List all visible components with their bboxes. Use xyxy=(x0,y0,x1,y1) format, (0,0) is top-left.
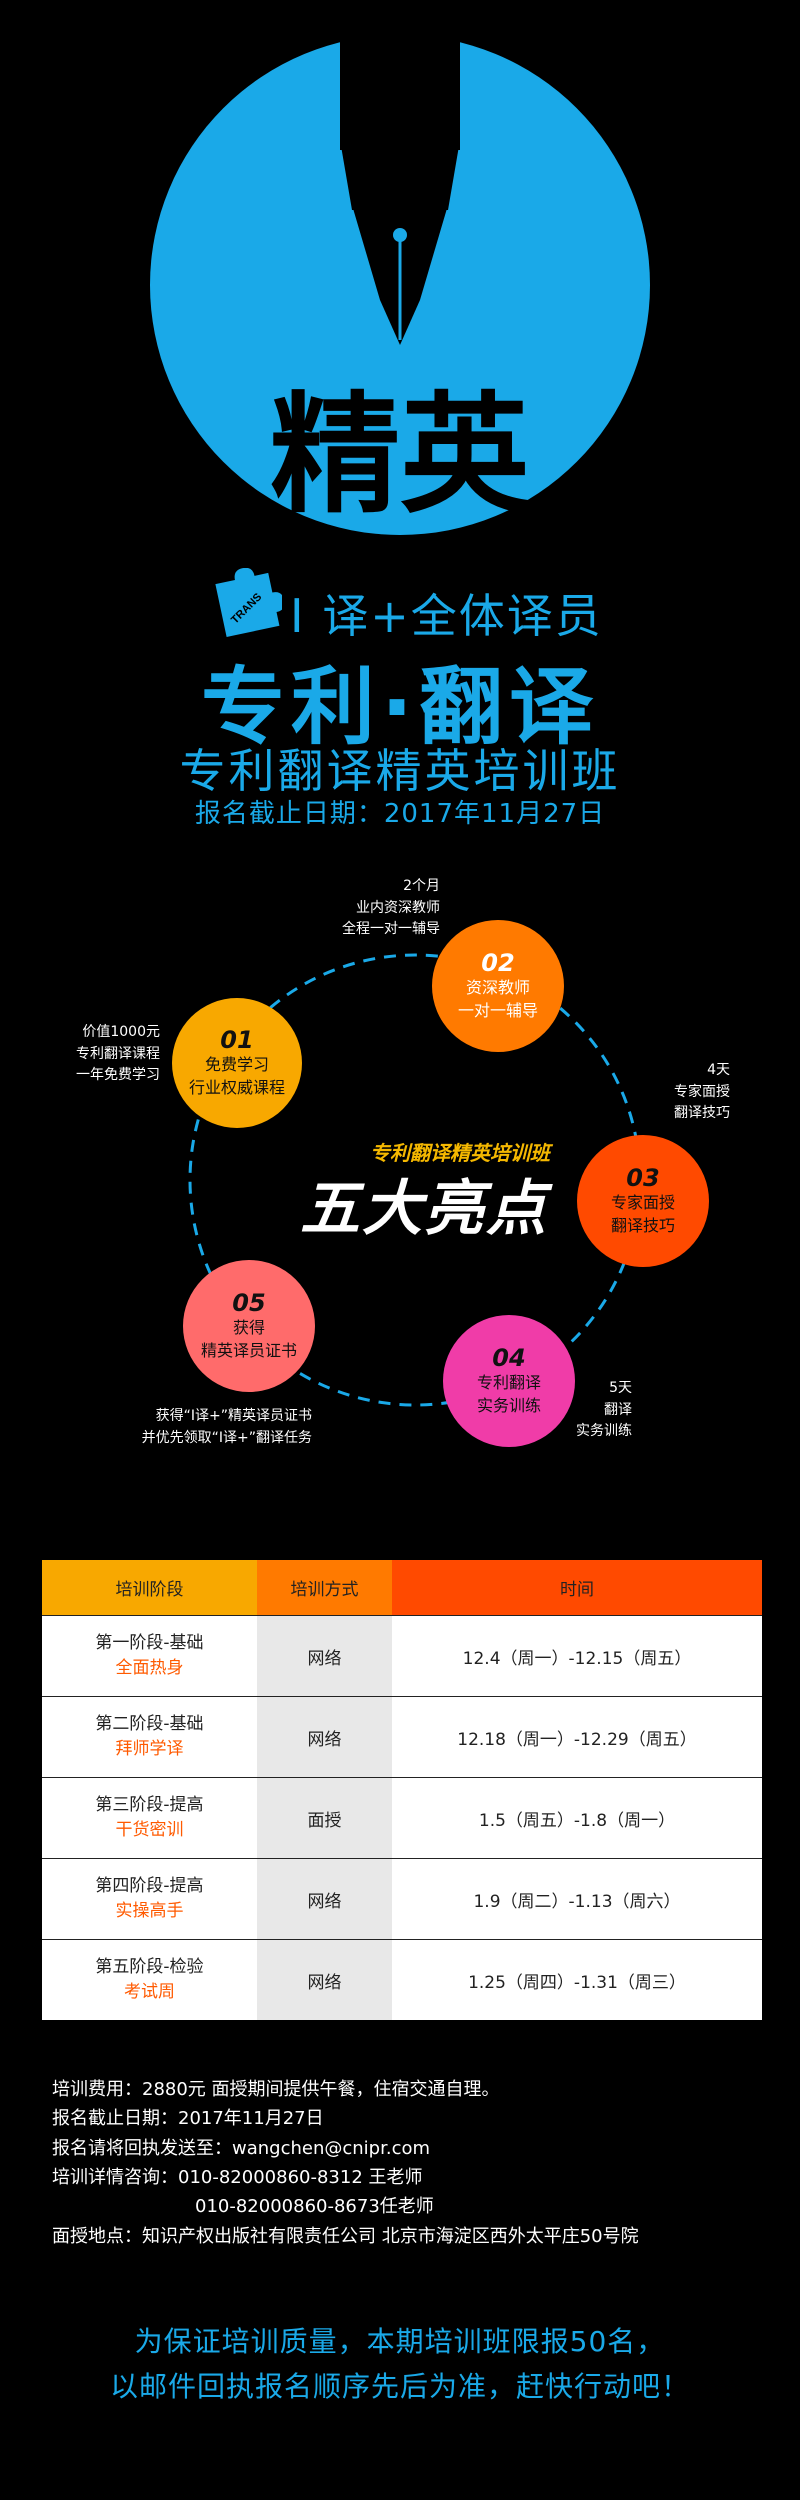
table-row: 第一阶段-基础全面热身 网络 12.4（周一）-12.15（周五） xyxy=(42,1615,762,1696)
puzzle-icon: TRANS xyxy=(215,568,282,637)
highlight-03: 03 专家面授 翻译技巧 xyxy=(577,1135,709,1267)
logo-deadline: 报名截止日期：2017年11月27日 xyxy=(194,799,606,829)
stage-mode: 面授 xyxy=(257,1778,392,1858)
stage-sub: 实操高手 xyxy=(115,1901,184,1921)
stage-mode: 网络 xyxy=(257,1859,392,1939)
highlight-04: 04 专利翻译 实务训练 xyxy=(443,1315,575,1447)
table-row: 第五阶段-检验考试周 网络 1.25（周四）-1.31（周三） xyxy=(42,1939,762,2020)
stage-name: 第四阶段-提高 xyxy=(95,1876,204,1897)
stage-mode: 网络 xyxy=(257,1940,392,2020)
stage-time: 12.4（周一）-12.15（周五） xyxy=(392,1616,762,1696)
table-row: 第四阶段-提高实操高手 网络 1.9（周二）-1.13（周六） xyxy=(42,1858,762,1939)
highlights-subtitle: 专利翻译精英培训班 xyxy=(370,1141,550,1165)
highlight-04-num: 04 xyxy=(492,1343,526,1372)
table-row: 第二阶段-基础拜师学译 网络 12.18（周一）-12.29（周五） xyxy=(42,1696,762,1777)
highlight-03-text2: 翻译技巧 xyxy=(610,1216,675,1236)
stage-name: 第二阶段-基础 xyxy=(95,1714,204,1735)
stage-time: 1.9（周二）-1.13（周六） xyxy=(392,1859,762,1939)
highlight-04-text2: 实务训练 xyxy=(476,1396,541,1416)
stage-time: 1.25（周四）-1.31（周三） xyxy=(392,1940,762,2020)
logo-title: 专利·翻译 xyxy=(201,658,599,756)
hero-calligraphy: 精英 xyxy=(270,378,531,531)
highlight-03-text1: 专家面授 xyxy=(610,1193,675,1212)
highlight-01-text2: 行业权威课程 xyxy=(188,1078,285,1098)
info-block: 培训费用：2880元 面授期间提供午餐，住宿交通自理。 报名截止日期：2017年… xyxy=(52,2075,639,2251)
stage-name: 第一阶段-基础 xyxy=(95,1633,204,1654)
highlight-02: 02 资深教师 一对一辅导 xyxy=(432,920,564,1052)
info-fee: 培训费用：2880元 面授期间提供午餐，住宿交通自理。 xyxy=(52,2079,500,2100)
stage-name: 第三阶段-提高 xyxy=(95,1795,204,1816)
highlight-03-note: 4天 专家面授 翻译技巧 xyxy=(674,1062,730,1122)
stage-mode: 网络 xyxy=(257,1697,392,1777)
stage-sub: 全面热身 xyxy=(115,1658,184,1678)
cta-block: 为保证培训质量，本期培训班限报50名， 以邮件回执报名顺序先后为准，赶快行动吧！ xyxy=(0,2320,800,2410)
info-phone2: 010-82000860-8673任老师 xyxy=(195,2196,434,2218)
cta-line1: 为保证培训质量，本期培训班限报50名， xyxy=(134,2325,666,2358)
stage-name: 第五阶段-检验 xyxy=(95,1957,204,1978)
table-header: 培训阶段 培训方式 时间 xyxy=(42,1560,762,1615)
highlight-01-note: 价值1000元 专利翻译课程 一年免费学习 xyxy=(76,1024,160,1084)
info-email[interactable]: 报名请将回执发送至：wangchen@cnipr.com xyxy=(52,2137,431,2159)
highlight-05: 05 获得 精英译员证书 xyxy=(183,1260,315,1392)
table-row: 第三阶段-提高干货密训 面授 1.5（周五）-1.8（周一） xyxy=(42,1777,762,1858)
highlight-02-note: 2个月 业内资深教师 全程一对一辅导 xyxy=(342,878,440,938)
logo-line1: I 译+全体译员 xyxy=(290,589,603,643)
pen-nib-icon xyxy=(340,0,460,345)
highlight-04-text1: 专利翻译 xyxy=(476,1373,541,1392)
stage-sub: 考试周 xyxy=(124,1982,175,2002)
highlight-05-text1: 获得 xyxy=(232,1318,265,1337)
highlight-01-text1: 免费学习 xyxy=(204,1055,269,1074)
highlight-04-note: 5天 翻译 实务训练 xyxy=(576,1380,632,1440)
highlight-05-text2: 精英译员证书 xyxy=(200,1341,297,1361)
info-deadline: 报名截止日期：2017年11月27日 xyxy=(52,2108,324,2130)
stage-sub: 拜师学译 xyxy=(115,1739,184,1759)
stage-time: 1.5（周五）-1.8（周一） xyxy=(392,1778,762,1858)
highlight-05-note: 获得“I译+”精英译员证书 并优先领取“I译+”翻译任务 xyxy=(141,1408,312,1446)
highlight-05-num: 05 xyxy=(232,1288,266,1317)
highlight-03-num: 03 xyxy=(626,1163,660,1192)
header-mode: 培训方式 xyxy=(257,1560,392,1615)
stage-mode: 网络 xyxy=(257,1616,392,1696)
highlight-02-text2: 一对一辅导 xyxy=(457,1001,538,1021)
highlight-02-text1: 资深教师 xyxy=(465,978,530,997)
stage-sub: 干货密训 xyxy=(115,1820,184,1840)
info-address: 面授地点：知识产权出版社有限责任公司 北京市海淀区西外太平庄50号院 xyxy=(52,2225,639,2247)
header-time: 时间 xyxy=(392,1560,762,1615)
logo-subtitle: 专利翻译精英培训班 xyxy=(179,744,621,798)
info-phone1: 培训详情咨询：010-82000860-8312 王老师 xyxy=(52,2166,423,2188)
highlight-01-num: 01 xyxy=(220,1025,254,1054)
cta-line2: 以邮件回执报名顺序先后为准，赶快行动吧！ xyxy=(109,2369,690,2403)
stage-time: 12.18（周一）-12.29（周五） xyxy=(392,1697,762,1777)
highlight-02-num: 02 xyxy=(481,948,515,977)
hero-graphic: 精英 xyxy=(150,0,650,535)
highlight-01: 01 免费学习 行业权威课程 xyxy=(172,998,302,1128)
header-stage: 培训阶段 xyxy=(42,1560,257,1615)
schedule-table: 培训阶段 培训方式 时间 第一阶段-基础全面热身 网络 12.4（周一）-12.… xyxy=(42,1560,762,2020)
highlights-title: 五大亮点 xyxy=(300,1174,548,1244)
